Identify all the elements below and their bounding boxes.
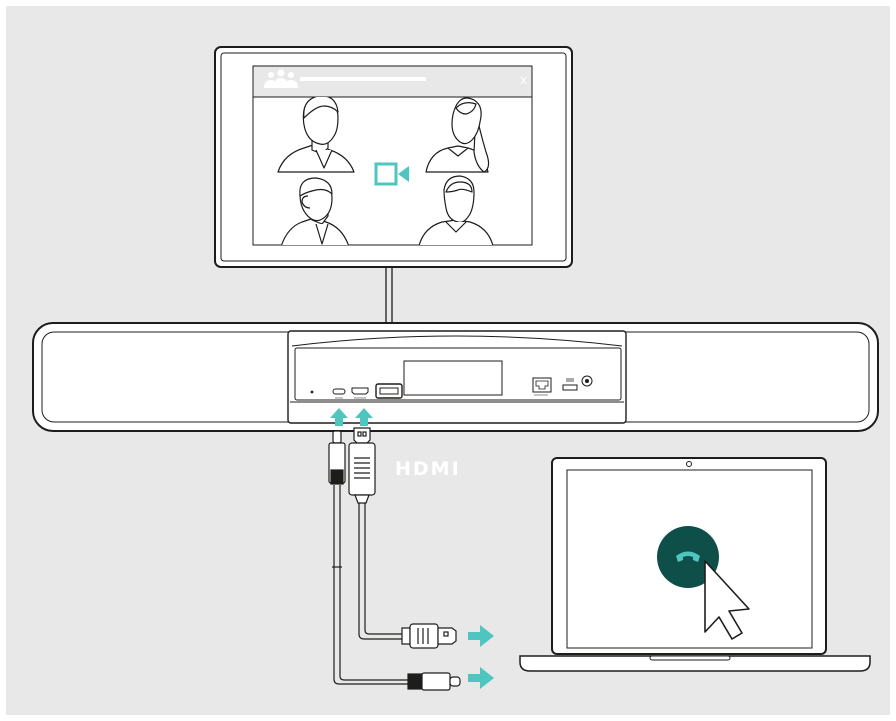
- display-monitor: x: [214, 46, 573, 390]
- arrow-up-icon: [355, 408, 373, 426]
- arrow-right-icon: [468, 667, 494, 689]
- hang-up-phone-icon: [676, 551, 700, 562]
- participant-avatar: [280, 177, 350, 245]
- laptop-base: [519, 655, 871, 672]
- window-close-button[interactable]: x: [520, 73, 527, 87]
- connection-panel: [287, 330, 627, 424]
- hdmi-cable: [348, 427, 457, 649]
- participant-avatar: [277, 97, 355, 173]
- end-call-button[interactable]: [657, 526, 719, 588]
- usb-c-cable: [328, 430, 461, 691]
- participant-avatar: [418, 175, 494, 245]
- mouse-cursor-icon: [704, 560, 750, 640]
- connect-arrows-up: [330, 408, 373, 426]
- arrow-up-icon: [330, 408, 348, 426]
- status-led: [310, 390, 314, 394]
- laptop: [519, 457, 871, 672]
- call-participants: [277, 97, 494, 245]
- hdmi-in-port[interactable]: [351, 387, 369, 395]
- soundbar: [32, 322, 879, 432]
- group-icon: [264, 69, 298, 88]
- window-title-bar-placeholder: [300, 77, 426, 81]
- usb-c-port[interactable]: [332, 388, 346, 395]
- lan-port[interactable]: [532, 377, 552, 393]
- video-call-window-titlebar: x: [264, 69, 527, 88]
- usb-a-port[interactable]: [562, 384, 578, 391]
- laptop-webcam: [686, 461, 692, 467]
- connect-arrows-right: [468, 625, 494, 689]
- participant-avatar: [425, 97, 490, 173]
- hdmi-logo: HDMI: [395, 458, 461, 480]
- arrow-right-icon: [468, 625, 494, 647]
- video-camera-icon: [374, 162, 409, 186]
- soundbar-display-window: [403, 360, 503, 396]
